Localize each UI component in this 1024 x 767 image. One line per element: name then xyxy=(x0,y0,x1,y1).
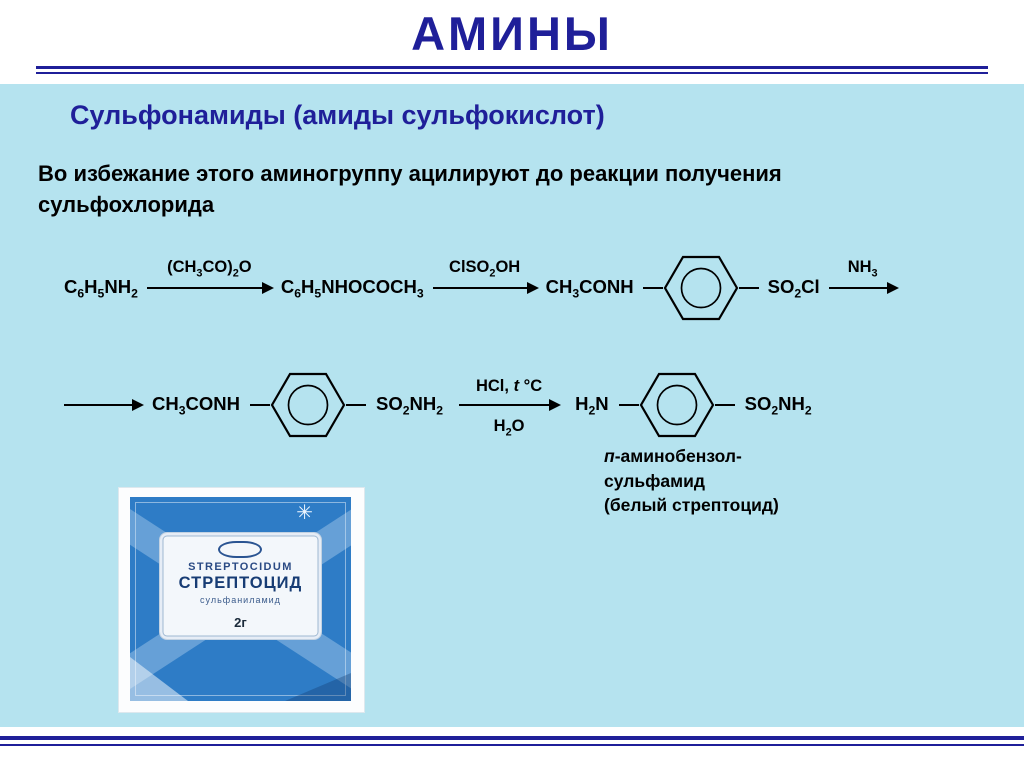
bottom-band xyxy=(0,727,1024,767)
benzene-ring-icon xyxy=(663,255,738,321)
arrow-line xyxy=(64,398,144,411)
medicine-packet: ✳ STREPTOCIDUM СТРЕПТОЦИД сульфаниламид … xyxy=(130,497,351,701)
arrow-3-reagent-label: NH3 xyxy=(847,257,878,279)
product-caption-line-2: сульфамид xyxy=(604,470,705,491)
formula-acetanilide: C6H5NHOCOCH3 xyxy=(280,275,424,301)
formula-step5-left: H2N xyxy=(575,392,609,418)
formula-step5-right: SO2NH2 xyxy=(744,392,812,418)
product-caption-line-3: (белый стрептоцид) xyxy=(604,495,779,515)
title-divider xyxy=(36,66,988,74)
section-subtitle: Сульфонамиды (амиды сульфокислот) xyxy=(70,100,605,130)
arrow-2-reagent-label: ClSO2OH xyxy=(449,257,521,279)
formula-aniline: C6H5NH2 xyxy=(64,275,138,301)
packet-subname: сульфаниламид xyxy=(200,594,281,605)
benzene-structure-1 xyxy=(642,255,759,321)
formula-step3-left: CH3CONH xyxy=(545,275,634,301)
bond-line xyxy=(642,286,663,290)
arrow-4-reagent-label: HCl, t °C xyxy=(475,377,543,395)
reaction-arrow-continuation xyxy=(64,371,144,439)
streptocid-packet-photo: ✳ STREPTOCIDUM СТРЕПТОЦИД сульфаниламид … xyxy=(118,487,365,713)
brand-logo-icon xyxy=(218,540,263,558)
packet-latin-name: STREPTOCIDUM xyxy=(188,560,293,573)
arrow-1-reagent-label: (CH3CO)2O xyxy=(167,257,252,279)
product-caption-line-1: п-аминобензол- xyxy=(604,446,742,466)
packet-fold xyxy=(285,673,351,701)
bond-line xyxy=(618,403,639,407)
body-line-1: Во избежание этого аминогруппу ацилируют… xyxy=(38,161,782,186)
bond-line xyxy=(714,403,735,407)
arrow-4-byproduct-label: H2O xyxy=(493,417,525,439)
benzene-structure-3 xyxy=(618,372,735,438)
packet-name: СТРЕПТОЦИД xyxy=(178,573,303,592)
packet-label: STREPTOCIDUM СТРЕПТОЦИД сульфаниламид 2г xyxy=(158,531,323,640)
bottom-rule-thick xyxy=(0,736,1024,740)
bond-line xyxy=(346,403,367,407)
benzene-ring-icon xyxy=(270,372,346,438)
bond-line xyxy=(250,403,271,407)
reaction-arrow-4: HCl, t °C H2O xyxy=(459,371,562,439)
formula-step4-left: CH3CONH xyxy=(152,392,241,418)
reaction-row-1: C6H5NH2 (CH3CO)2O C6H5NHOCOCH3 ClSO2OH C… xyxy=(64,254,899,322)
packet-fold xyxy=(130,657,188,701)
packet-dose: 2г xyxy=(234,614,247,630)
bottom-rule-thin xyxy=(0,744,1024,746)
benzene-structure-2 xyxy=(250,372,367,438)
slide-header: АМИНЫ xyxy=(0,0,1024,84)
page-title: АМИНЫ xyxy=(411,7,613,60)
sparkle-icon: ✳ xyxy=(296,502,313,524)
bond-line xyxy=(738,286,759,290)
arrow-line xyxy=(432,281,539,294)
reaction-arrow-3: NH3 xyxy=(828,254,899,322)
formula-step4-right: SO2NH2 xyxy=(376,392,444,418)
arrow-line xyxy=(828,281,899,294)
body-line-2: сульфохлорида xyxy=(38,192,215,217)
benzene-ring-icon xyxy=(639,372,714,438)
reaction-arrow-2: ClSO2OH xyxy=(432,254,539,322)
arrow-line xyxy=(459,398,562,411)
product-caption: п-аминобензол- сульфамид (белый стрептоц… xyxy=(604,444,779,518)
reaction-arrow-1: (CH3CO)2O xyxy=(146,254,274,322)
arrow-line xyxy=(146,281,274,294)
body-text: Во избежание этого аминогруппу ацилируют… xyxy=(38,158,782,220)
reaction-row-2: CH3CONH SO2NH2 HCl, t °C H2O H2N SO2NH2 xyxy=(64,371,812,439)
formula-step3-right: SO2Cl xyxy=(767,275,820,301)
